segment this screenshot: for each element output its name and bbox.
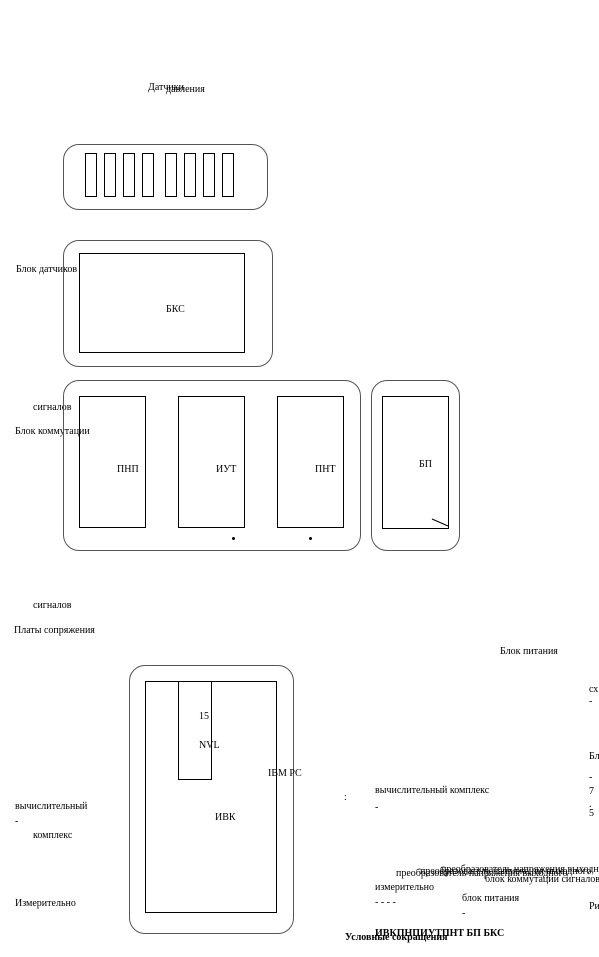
switch-block-container	[63, 380, 361, 551]
pressure-sensor	[123, 153, 135, 197]
sensors-container	[63, 144, 268, 210]
legend-converter-overlap-2: преобразователь напряжения выходного	[441, 864, 599, 875]
interface-signals-label: сигналов	[33, 600, 72, 611]
pressure-sensor	[184, 153, 196, 197]
bp-label: БП	[419, 459, 432, 470]
sensors-title: Датчики	[148, 82, 184, 93]
cutoff-text: -	[589, 772, 593, 783]
sensor-block-container	[63, 240, 273, 367]
legend-converter: преобразователь напряжения выходного	[396, 868, 568, 879]
interface-boards-label: Платы сопряжения	[14, 625, 95, 636]
computing-complex-dash: -	[15, 816, 19, 827]
ivk-label: ИВК	[215, 812, 236, 823]
legend-computing: вычислительный комплекс	[375, 785, 490, 796]
legend-power-dash: -	[462, 908, 466, 919]
connector-dot	[309, 537, 312, 540]
bp-box	[382, 396, 449, 529]
pnp-box	[79, 396, 146, 528]
nvl-box	[178, 681, 212, 780]
legend-dash: -	[375, 802, 379, 813]
iut-label: ИУТ	[216, 464, 237, 475]
legend-colon: :	[344, 792, 347, 803]
legend-dashes: - - - -	[375, 897, 396, 908]
ibm-pc-label: IBM PC	[268, 768, 302, 779]
pnt-label: ПНТ	[315, 464, 336, 475]
iut-box	[178, 396, 245, 528]
cutoff-text: -	[589, 696, 593, 707]
legend-measure: измерительно	[375, 882, 434, 893]
sensor-block-label: Блок датчиков	[16, 264, 78, 275]
power-block-container	[371, 380, 460, 551]
cutoff-text: Ри	[589, 901, 599, 912]
pnt-box	[277, 396, 344, 528]
cutoff-text: сх	[589, 684, 599, 695]
cutoff-text: .	[589, 799, 592, 810]
bks-label: БКС	[166, 304, 185, 315]
bks-box	[79, 253, 245, 353]
pressure-sensor	[142, 153, 154, 197]
pressure-sensor	[203, 153, 215, 197]
pnp-label: ПНП	[117, 464, 139, 475]
bp-corner-line	[431, 518, 449, 527]
pressure-sensor	[104, 153, 116, 197]
power-block-label: Блок питания	[500, 646, 558, 657]
pressure-sensor	[85, 153, 97, 197]
switch-block-label: Блок коммутации	[15, 426, 90, 437]
legend-converter-overlap: преобразователь напряжения выходного	[420, 866, 592, 877]
cutoff-text: 5	[589, 808, 594, 819]
cutoff-text: Бл	[589, 751, 599, 762]
sensors-title-overlap: давления	[166, 84, 205, 95]
legend-abbreviations: ИВКПНПИУТПНТ БП БКС	[375, 928, 505, 939]
ivk-container	[129, 665, 294, 934]
computing-complex-label: вычислительный	[15, 801, 88, 812]
connector-dot	[232, 537, 235, 540]
pressure-sensor	[222, 153, 234, 197]
legend-title: Условные сокращения	[345, 932, 448, 943]
pressure-sensor	[165, 153, 177, 197]
cutoff-text: 7	[589, 786, 594, 797]
measurement-label: Измерительно	[15, 898, 76, 909]
legend-power: блок питания	[462, 893, 520, 904]
nvl-label: NVL	[199, 740, 220, 751]
legend-switch: блок коммутации сигналов	[485, 874, 599, 885]
nvl-number: 15	[199, 711, 209, 722]
switch-signals-label: сигналов	[33, 402, 72, 413]
computing-complex-label-2: комплекс	[33, 830, 73, 841]
